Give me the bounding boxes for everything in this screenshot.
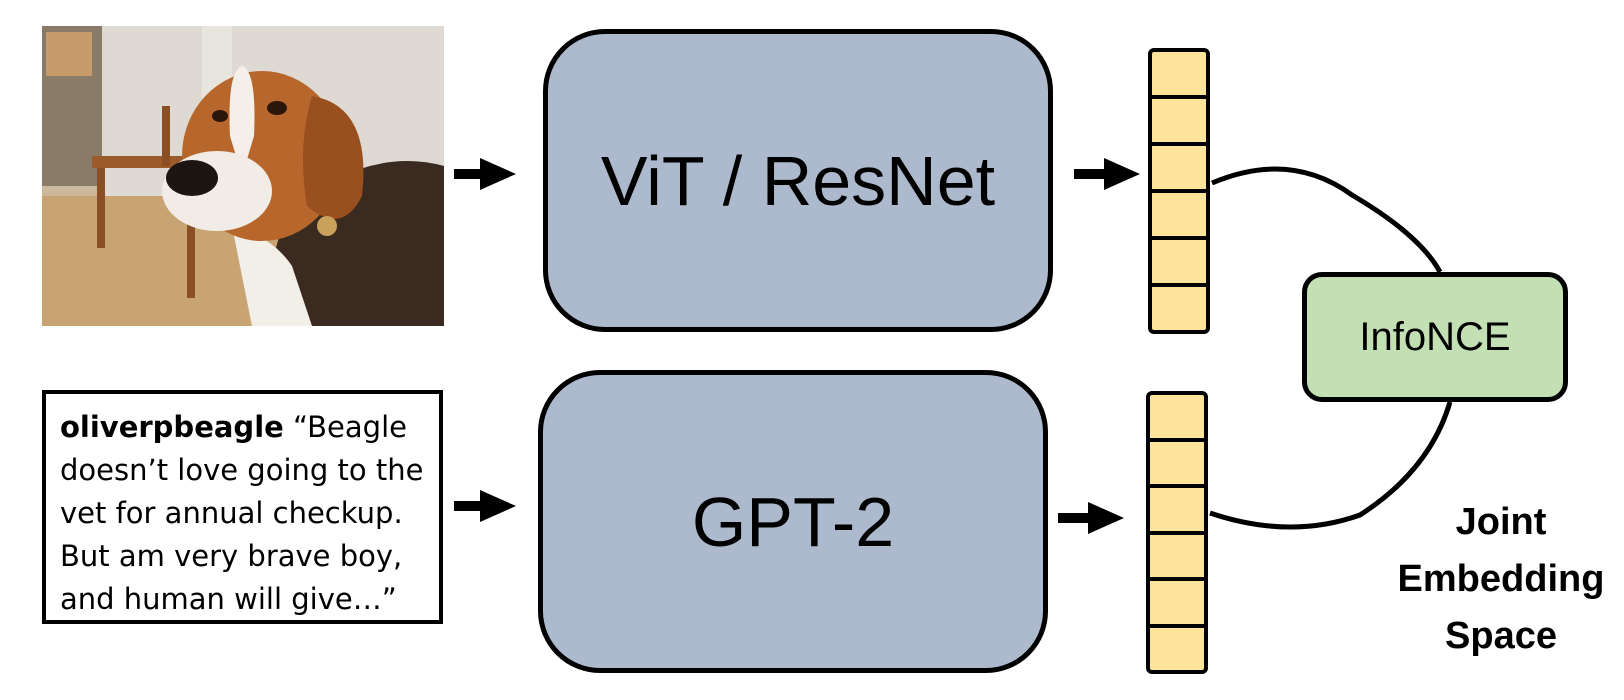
vector-cell xyxy=(1152,193,1206,240)
image-encoder-label: ViT / ResNet xyxy=(600,141,996,220)
vector-cell xyxy=(1150,581,1204,628)
infonce-label: InfoNCE xyxy=(1359,314,1511,359)
caption-line: But am very brave boy, xyxy=(60,539,403,573)
vector-cell xyxy=(1152,52,1206,99)
image-to-loss-curve xyxy=(1211,166,1443,274)
vector-cell xyxy=(1150,395,1204,442)
arrow-gpt-to-vector xyxy=(1058,502,1124,534)
image-encoder-box: ViT / ResNet xyxy=(543,29,1053,332)
caption-line: doesn’t love going to the xyxy=(60,453,424,487)
arrow-photo-to-vit xyxy=(454,158,516,190)
vector-cell xyxy=(1150,488,1204,535)
arrow-caption-to-gpt xyxy=(454,490,516,522)
joint-embedding-space-label: Joint Embedding Space xyxy=(1378,494,1624,665)
vector-cell xyxy=(1152,287,1206,330)
space-label-line: Embedding xyxy=(1397,558,1605,600)
caption-text-box: oliverpbeagle “Beagle doesn’t love going… xyxy=(42,390,443,624)
vector-cell xyxy=(1150,442,1204,488)
vector-cell xyxy=(1152,146,1206,193)
caption-username: oliverpbeagle xyxy=(60,410,284,444)
vector-cell xyxy=(1150,535,1204,581)
space-label-line: Joint xyxy=(1455,501,1547,543)
image-embedding-vector xyxy=(1148,48,1210,334)
text-encoder-label: GPT-2 xyxy=(691,482,895,561)
caption-line: and human will give…” xyxy=(60,582,397,616)
text-encoder-box: GPT-2 xyxy=(538,370,1048,673)
caption-line: vet for annual checkup. xyxy=(60,496,403,530)
vector-cell xyxy=(1152,240,1206,287)
caption-line: “Beagle xyxy=(293,410,407,444)
beagle-photo xyxy=(42,26,444,326)
vector-cell xyxy=(1152,99,1206,146)
infonce-loss-box: InfoNCE xyxy=(1302,272,1568,402)
text-embedding-vector xyxy=(1146,391,1208,674)
arrow-vit-to-vector xyxy=(1074,158,1140,190)
space-label-line: Space xyxy=(1445,615,1557,657)
vector-cell xyxy=(1150,628,1204,671)
